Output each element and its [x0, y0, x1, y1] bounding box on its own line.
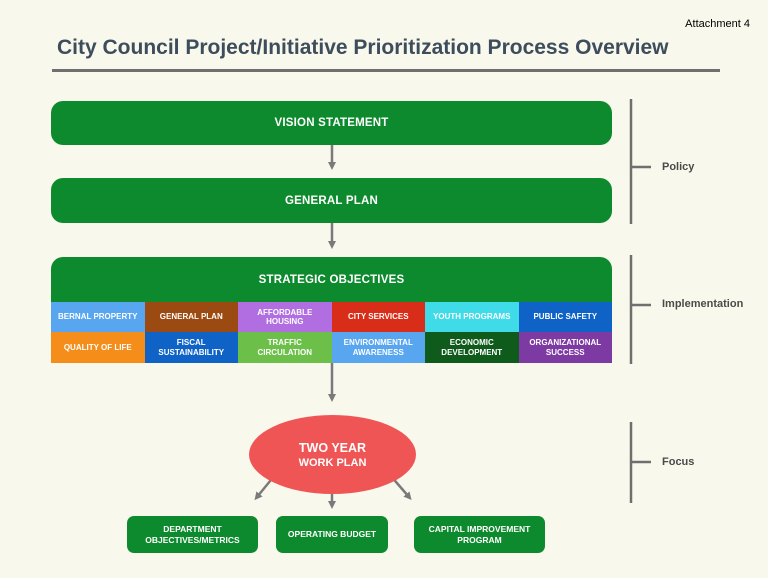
bracket-implementation [629, 255, 651, 364]
attachment-label: Attachment 4 [685, 18, 750, 30]
department-objectives-box: DEPARTMENT OBJECTIVES/METRICS [127, 516, 258, 553]
strategic-objectives-grid: BERNAL PROPERTY GENERAL PLAN AFFORDABLE … [51, 302, 612, 363]
two-year-work-plan-ellipse: TWO YEAR WORK PLAN [249, 415, 416, 494]
page-title: City Council Project/Initiative Prioriti… [57, 36, 669, 59]
focus-label: Focus [662, 456, 695, 468]
bracket-focus [629, 422, 651, 503]
objective-cell: TRAFFIC CIRCULATION [238, 332, 332, 363]
objective-cell: YOUTH PROGRAMS [425, 302, 519, 332]
objective-cell: GENERAL PLAN [144, 302, 238, 332]
implementation-label: Implementation [662, 298, 744, 310]
vision-statement-box: VISION STATEMENT [51, 101, 612, 145]
objective-cell: PUBLIC SAFETY [518, 302, 612, 332]
objective-cell: FISCAL SUSTAINABILITY [144, 332, 238, 363]
capital-improvement-box: CAPITAL IMPROVEMENT PROGRAM [414, 516, 545, 553]
operating-budget-box: OPERATING BUDGET [276, 516, 388, 553]
title-divider [52, 69, 720, 72]
work-plan-line1: TWO YEAR [298, 440, 367, 455]
objective-cell: QUALITY OF LIFE [51, 332, 145, 363]
objective-cell: AFFORDABLE HOUSING [238, 302, 332, 332]
work-plan-line2: WORK PLAN [298, 456, 367, 469]
bracket-policy [629, 99, 651, 224]
objective-cell: ENVIRONMENTAL AWARENESS [331, 332, 425, 363]
objective-cell: ORGANIZATIONAL SUCCESS [518, 332, 612, 363]
objective-cell: CITY SERVICES [331, 302, 425, 332]
strategic-objectives-header: STRATEGIC OBJECTIVES [51, 257, 612, 302]
general-plan-box: GENERAL PLAN [51, 178, 612, 223]
objective-cell: BERNAL PROPERTY [51, 302, 145, 332]
policy-label: Policy [662, 161, 695, 173]
objective-cell: ECONOMIC DEVELOPMENT [425, 332, 519, 363]
